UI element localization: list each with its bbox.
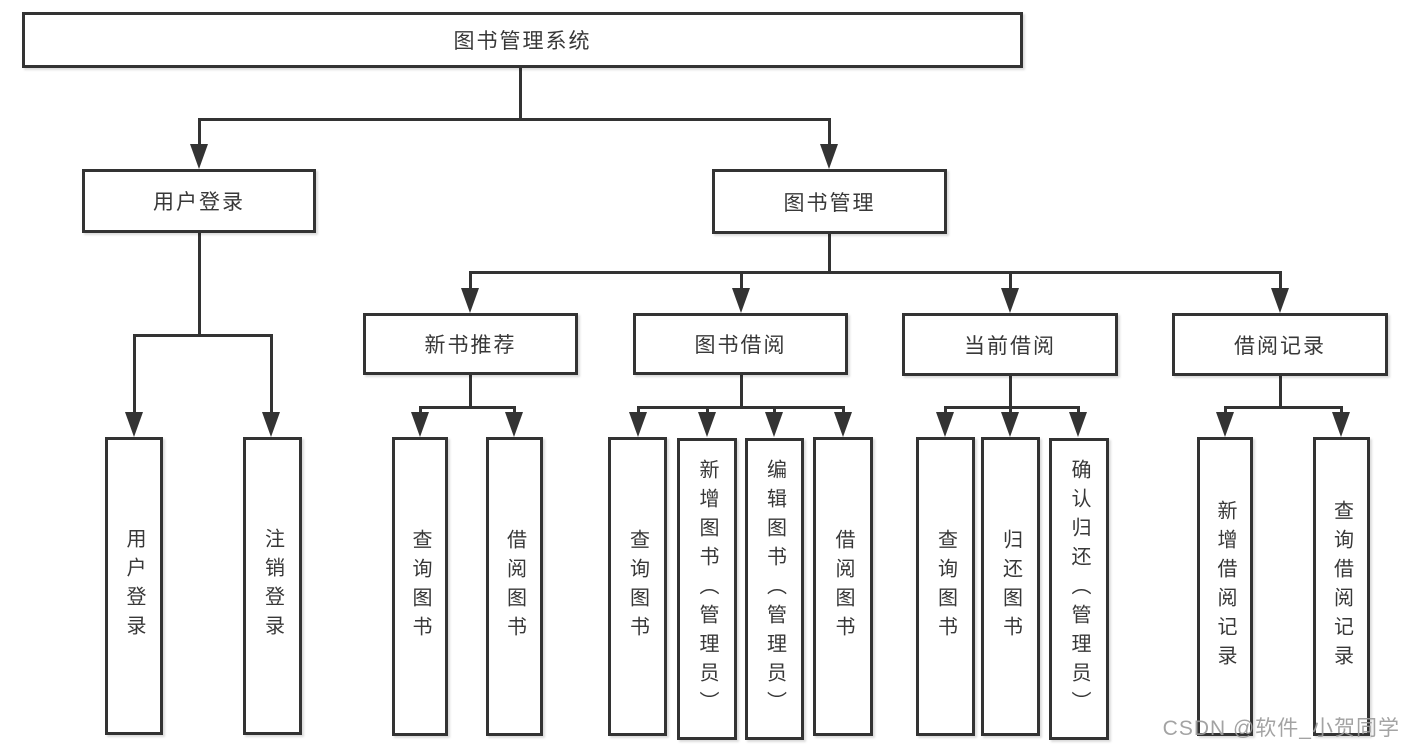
leaf-new-book-borrow: 借阅图书 (486, 437, 543, 736)
connector-drop-user-login (198, 232, 201, 336)
node-user-login: 用户登录 (82, 169, 316, 233)
connector-shaft-leaf (944, 406, 947, 416)
arrowhead-down-icon (1001, 412, 1019, 437)
connector-shaft-leaf (1009, 406, 1012, 416)
connector-shaft-leaf (419, 406, 422, 416)
leaf-logout-label: 注销登录 (261, 528, 284, 644)
arrowhead-down-icon (765, 412, 783, 437)
connector-shaft-leaf (740, 271, 743, 291)
arrowhead-down-icon (190, 144, 208, 169)
arrowhead-down-icon (1216, 412, 1234, 437)
leaf-current-query: 查询图书 (916, 437, 975, 736)
node-book-management-label: 图书管理 (783, 191, 876, 215)
connector-shaft-leaf (773, 406, 776, 416)
leaf-current-confirm-admin-label: 确认归还（管理员） (1068, 458, 1090, 720)
node-borrowing-records: 借阅记录 (1172, 313, 1388, 376)
node-root: 图书管理系统 (22, 12, 1023, 68)
arrowhead-down-icon (461, 288, 479, 313)
connector-junction-book-borrowing (637, 406, 845, 409)
leaf-new-book-query-label: 查询图书 (409, 528, 431, 645)
connector-junction-new-book (419, 406, 516, 409)
node-user-login-label: 用户登录 (153, 191, 245, 214)
leaf-borrowing-edit-admin-label: 编辑图书（管理员） (763, 458, 786, 720)
arrowhead-down-icon (820, 144, 838, 169)
connector-root-trunk (519, 67, 522, 120)
arrowhead-down-icon (125, 412, 143, 437)
leaf-current-return-label: 归还图书 (999, 528, 1022, 645)
connector-drop-current-borrowing (1009, 375, 1012, 409)
connector-junction-user-login (133, 334, 273, 337)
arrowhead-down-icon (732, 288, 750, 313)
leaf-current-return: 归还图书 (981, 437, 1040, 736)
arrowhead-down-icon (698, 412, 716, 437)
leaf-borrowing-query-label: 查询图书 (626, 528, 649, 645)
connector-shaft-leaf (1009, 271, 1012, 291)
node-book-borrowing: 图书借阅 (633, 313, 848, 375)
connector-shaft-leaf (842, 406, 845, 416)
connector-junction-level3 (469, 271, 1282, 274)
arrowhead-down-icon (262, 412, 280, 437)
leaf-new-book-borrow-label: 借阅图书 (503, 528, 526, 645)
leaf-logout: 注销登录 (243, 437, 302, 735)
leaf-borrowing-borrow-label: 借阅图书 (832, 528, 854, 645)
connector-junction-current-borrowing (944, 406, 1080, 409)
leaf-new-book-query: 查询图书 (392, 437, 448, 736)
leaf-user-login-label: 用户登录 (123, 528, 145, 644)
connector-junction-borrowing-records (1224, 406, 1343, 409)
connector-shaft-book-management (828, 118, 831, 146)
leaf-records-add: 新增借阅记录 (1197, 437, 1253, 736)
leaf-records-query-label: 查询借阅记录 (1330, 499, 1353, 674)
node-book-borrowing-label: 图书借阅 (694, 334, 787, 357)
node-current-borrowing: 当前借阅 (902, 313, 1118, 376)
arrowhead-down-icon (936, 412, 954, 437)
leaf-borrowing-query: 查询图书 (608, 437, 667, 736)
leaf-user-login: 用户登录 (105, 437, 163, 735)
leaf-borrowing-add-admin: 新增图书（管理员） (677, 438, 737, 740)
node-new-book-recommend: 新书推荐 (363, 313, 578, 375)
arrowhead-down-icon (1001, 288, 1019, 313)
arrowhead-down-icon (629, 412, 647, 437)
node-current-borrowing-label: 当前借阅 (964, 334, 1056, 358)
node-new-book-recommend-label: 新书推荐 (424, 334, 517, 357)
connector-shaft-leaf (1077, 406, 1080, 416)
arrowhead-down-icon (505, 412, 523, 437)
leaf-records-add-label: 新增借阅记录 (1214, 499, 1236, 674)
connector-junction-level2 (198, 118, 831, 121)
leaf-borrowing-borrow: 借阅图书 (813, 437, 873, 736)
connector-shaft-leaf (469, 271, 472, 291)
connector-drop-new-book (469, 375, 472, 409)
connector-shaft-leaf (637, 406, 640, 416)
connector-shaft-leaf (1279, 271, 1282, 291)
node-borrowing-records-label: 借阅记录 (1234, 334, 1326, 358)
leaf-borrowing-add-admin-label: 新增图书（管理员） (696, 458, 718, 720)
leaf-records-query: 查询借阅记录 (1313, 437, 1370, 736)
node-book-management: 图书管理 (712, 169, 947, 234)
connector-drop-book-borrowing (740, 375, 743, 409)
arrowhead-down-icon (1069, 412, 1087, 437)
leaf-borrowing-edit-admin: 编辑图书（管理员） (745, 438, 804, 740)
leaf-current-query-label: 查询图书 (934, 528, 957, 645)
leaf-current-confirm-admin: 确认归还（管理员） (1049, 438, 1109, 740)
connector-shaft-leaf (513, 406, 516, 416)
connector-drop-book-management (828, 233, 831, 274)
connector-shaft-user-login (198, 118, 201, 146)
arrowhead-down-icon (1332, 412, 1350, 437)
connector-shaft-leaf (706, 406, 709, 416)
arrowhead-down-icon (411, 412, 429, 437)
connector-shaft-leaf (133, 334, 136, 414)
connector-shaft-leaf (270, 334, 273, 414)
connector-shaft-leaf (1224, 406, 1227, 416)
csdn-watermark: CSDN @软件_小贺同学 (1162, 717, 1400, 740)
connector-shaft-leaf (1340, 406, 1343, 416)
arrowhead-down-icon (834, 412, 852, 437)
node-root-label: 图书管理系统 (453, 30, 592, 53)
connector-drop-borrowing-records (1279, 375, 1282, 409)
arrowhead-down-icon (1271, 288, 1289, 313)
